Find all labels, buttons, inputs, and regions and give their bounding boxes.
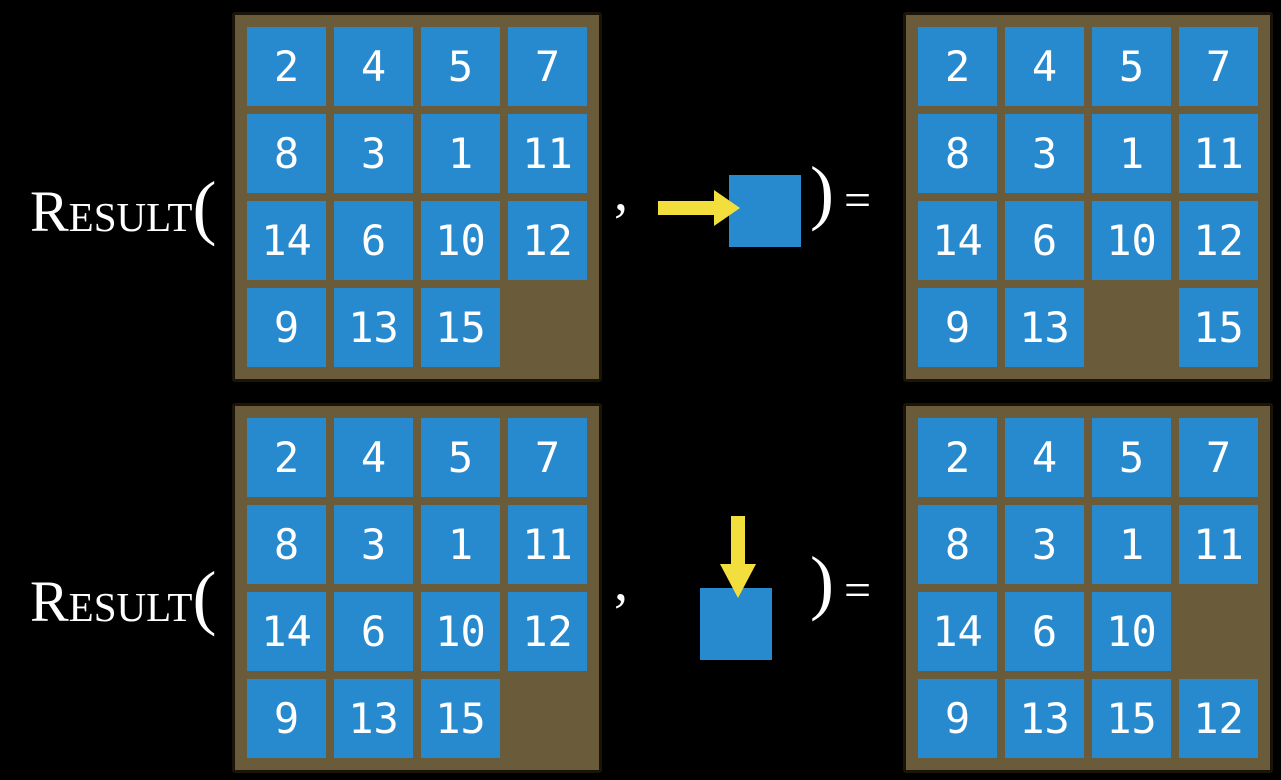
tile-15: 15 (421, 679, 500, 758)
tile-10: 10 (1092, 201, 1171, 280)
tile-8: 8 (918, 114, 997, 193)
tile-15: 15 (1179, 288, 1258, 367)
tile-14: 14 (247, 592, 326, 671)
tile-12: 12 (508, 201, 587, 280)
tile-4: 4 (334, 27, 413, 106)
right-arrow-icon (658, 190, 740, 226)
tile-4: 4 (1005, 418, 1084, 497)
tile-14: 14 (918, 592, 997, 671)
tile-12: 12 (1179, 201, 1258, 280)
result-function-name: Result( (30, 171, 216, 243)
tile-11: 11 (1179, 505, 1258, 584)
tile-4: 4 (334, 418, 413, 497)
tile-7: 7 (1179, 27, 1258, 106)
tile-10: 10 (1092, 592, 1171, 671)
tile-3: 3 (334, 505, 413, 584)
tile-9: 9 (918, 288, 997, 367)
action-tile-square (700, 588, 772, 660)
tile-14: 14 (247, 201, 326, 280)
tile-6: 6 (334, 201, 413, 280)
tile-4: 4 (1005, 27, 1084, 106)
tile-14: 14 (918, 201, 997, 280)
tile-15: 15 (421, 288, 500, 367)
close-paren: ) (810, 542, 834, 622)
tile-13: 13 (334, 679, 413, 758)
tile-8: 8 (247, 114, 326, 193)
down-arrow-icon (720, 516, 756, 598)
tile-12: 12 (508, 592, 587, 671)
tile-1: 1 (1092, 505, 1171, 584)
equals-sign: = (844, 564, 872, 617)
tile-3: 3 (334, 114, 413, 193)
function-name-text: Result (30, 569, 193, 634)
tile-5: 5 (421, 418, 500, 497)
tile-9: 9 (918, 679, 997, 758)
tile-7: 7 (1179, 418, 1258, 497)
blank-cell (1179, 592, 1258, 671)
tile-5: 5 (1092, 27, 1171, 106)
tile-10: 10 (421, 201, 500, 280)
tile-3: 3 (1005, 505, 1084, 584)
tile-10: 10 (421, 592, 500, 671)
blank-cell (508, 679, 587, 758)
action-tile-square (729, 175, 801, 247)
tile-2: 2 (918, 418, 997, 497)
tile-9: 9 (247, 679, 326, 758)
tile-2: 2 (247, 27, 326, 106)
result-function-name: Result( (30, 561, 216, 633)
tile-7: 7 (508, 418, 587, 497)
tile-13: 13 (334, 288, 413, 367)
close-paren: ) (810, 152, 834, 232)
tile-8: 8 (918, 505, 997, 584)
equals-sign: = (844, 174, 872, 227)
open-paren: ( (192, 167, 217, 247)
tile-12: 12 (1179, 679, 1258, 758)
tile-8: 8 (247, 505, 326, 584)
tile-7: 7 (508, 27, 587, 106)
tile-11: 11 (508, 505, 587, 584)
function-name-text: Result (30, 179, 193, 244)
blank-cell (1092, 288, 1171, 367)
tile-6: 6 (334, 592, 413, 671)
tile-6: 6 (1005, 592, 1084, 671)
tile-13: 13 (1005, 288, 1084, 367)
tile-11: 11 (508, 114, 587, 193)
tile-1: 1 (1092, 114, 1171, 193)
tile-9: 9 (247, 288, 326, 367)
comma-separator: , (614, 161, 628, 223)
comma-separator: , (614, 551, 628, 613)
tile-13: 13 (1005, 679, 1084, 758)
tile-2: 2 (247, 418, 326, 497)
tile-6: 6 (1005, 201, 1084, 280)
blank-cell (508, 288, 587, 367)
tile-5: 5 (421, 27, 500, 106)
tile-1: 1 (421, 114, 500, 193)
open-paren: ( (192, 557, 217, 637)
tile-2: 2 (918, 27, 997, 106)
tile-15: 15 (1092, 679, 1171, 758)
tile-5: 5 (1092, 418, 1171, 497)
tile-3: 3 (1005, 114, 1084, 193)
tile-11: 11 (1179, 114, 1258, 193)
tile-1: 1 (421, 505, 500, 584)
